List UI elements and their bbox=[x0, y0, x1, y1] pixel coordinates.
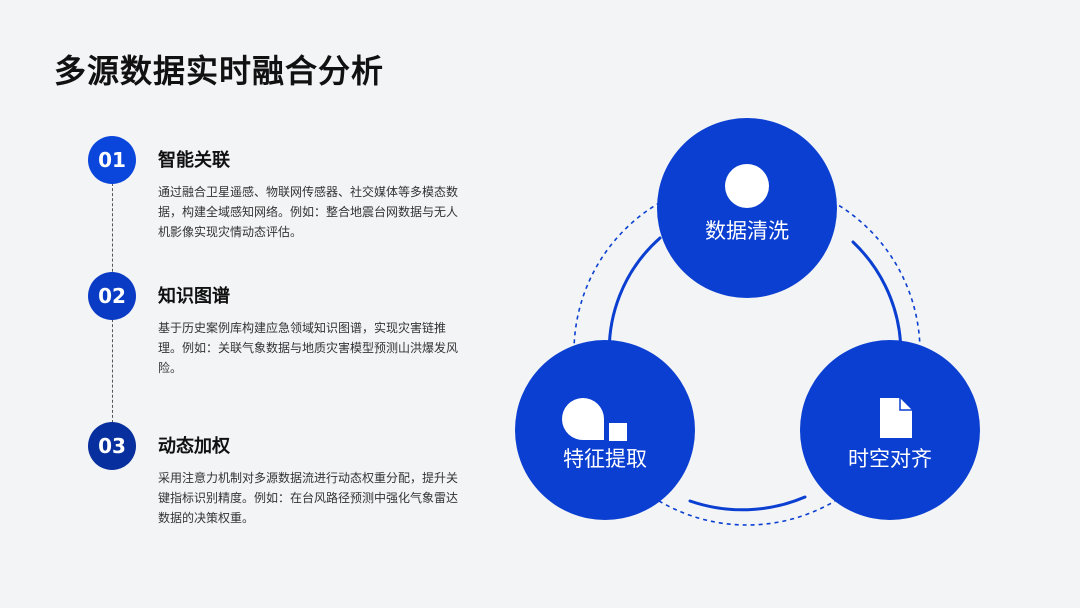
connector-arc-bottom bbox=[688, 495, 807, 512]
node-feature-extraction bbox=[515, 340, 695, 520]
node-label-data-cleaning: 数据清洗 bbox=[705, 219, 789, 243]
page-title: 多源数据实时融合分析 bbox=[54, 52, 385, 90]
step-number-badge: 02 bbox=[88, 272, 136, 320]
step-title: 知识图谱 bbox=[158, 286, 230, 307]
step-description: 通过融合卫星遥感、物联网传感器、社交媒体等多模态数据，构建全域感知网络。例如：整… bbox=[158, 185, 459, 239]
step-title: 智能关联 bbox=[158, 150, 230, 171]
circle-icon bbox=[725, 164, 769, 208]
node-label-spatiotemporal-alignment: 时空对齐 bbox=[848, 447, 932, 471]
step-number-badge: 03 bbox=[88, 422, 136, 470]
step-description: 基于历史案例库构建应急领域知识图谱，实现灾害链推理。例如：关联气象数据与地质灾害… bbox=[158, 321, 459, 375]
step-title: 动态加权 bbox=[158, 436, 230, 457]
node-label-feature-extraction: 特征提取 bbox=[563, 447, 647, 471]
step-description: 采用注意力机制对多源数据流进行动态权重分配，提升关键指标识别精度。例如：在台风路… bbox=[158, 471, 459, 525]
pie-chart-icon bbox=[562, 398, 627, 441]
step-number-badge: 01 bbox=[88, 136, 136, 184]
document-icon bbox=[880, 398, 912, 438]
